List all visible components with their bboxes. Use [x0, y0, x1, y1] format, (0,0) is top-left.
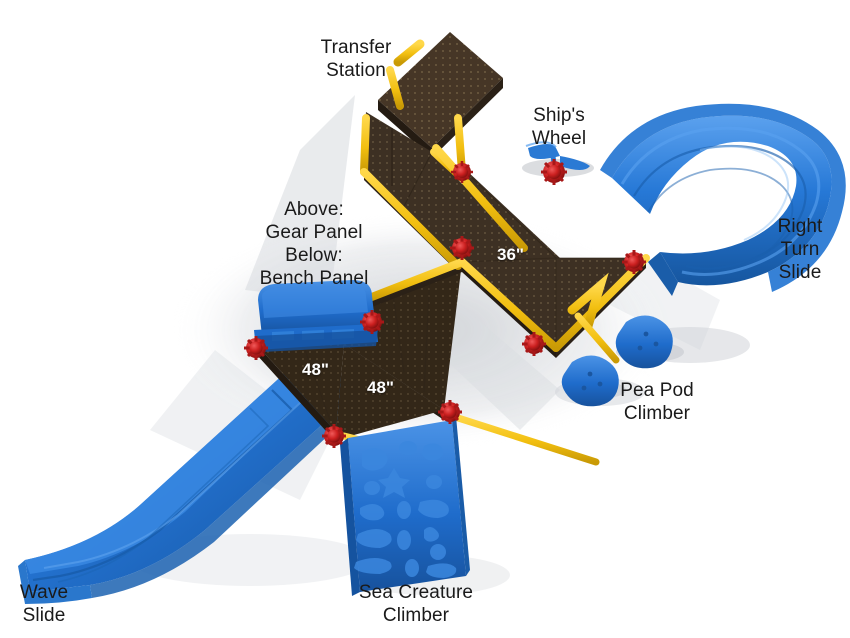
right-turn-slide — [600, 103, 846, 296]
dimension-deck-48-right: 48" — [367, 378, 394, 397]
post-cap — [244, 336, 268, 360]
transfer-station-deck — [378, 32, 503, 158]
dimension-deck-48-left: 48" — [302, 360, 329, 379]
post-cap — [450, 236, 474, 260]
post-cap — [622, 250, 646, 274]
post-cap — [541, 159, 567, 185]
label-right-turn-slide: Right Turn Slide — [777, 216, 823, 283]
pea-pod-climber — [561, 315, 684, 407]
label-sea-creature-climber: Sea Creature Climber — [358, 582, 474, 626]
post-cap — [360, 310, 384, 334]
post-cap — [438, 400, 462, 424]
post-caps — [244, 159, 646, 448]
label-ships-wheel: Ship's Wheel — [531, 105, 587, 149]
post-cap — [451, 161, 473, 183]
sea-creature-climber — [340, 416, 470, 596]
label-gear-bench-panel: Above: Gear Panel Below: Bench Panel — [259, 199, 369, 289]
label-pea-pod-climber: Pea Pod Climber — [620, 380, 694, 424]
label-wave-slide: Wave Slide — [19, 582, 69, 626]
dimension-deck-36: 36" — [497, 245, 524, 264]
label-transfer-station: Transfer Station — [320, 37, 392, 81]
safety-rails — [262, 39, 650, 466]
gear-bench-panel — [254, 280, 378, 352]
post-cap — [322, 424, 346, 448]
post-cap — [522, 332, 546, 356]
